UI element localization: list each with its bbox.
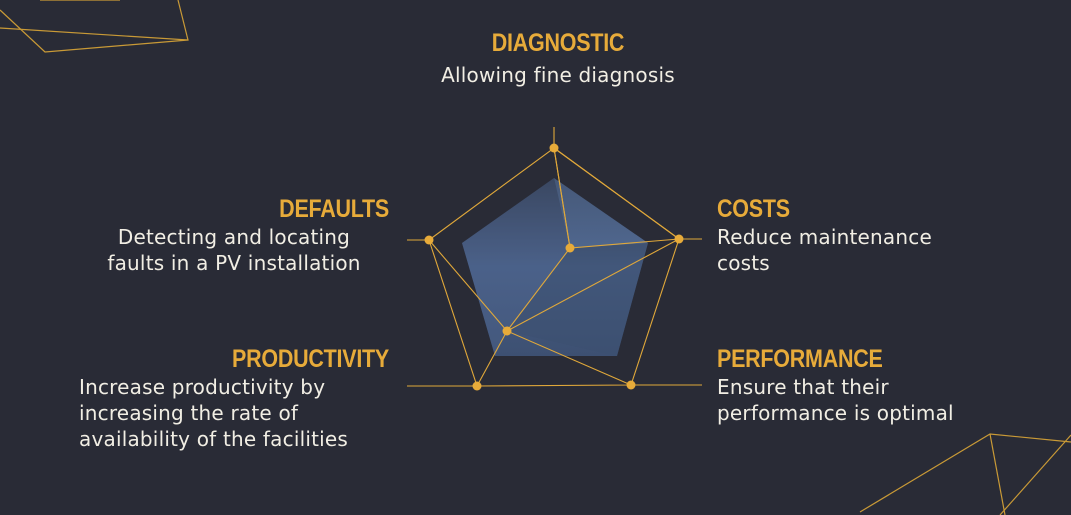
defaults-description: Detecting and locating faults in a PV in… [107,225,361,275]
performance-block: PERFORMANCE Ensure that their performanc… [717,344,1037,426]
radar-point-inner-1 [565,243,575,253]
radar-point-inner-2 [502,326,512,336]
radar-fill-facet-1 [554,178,648,248]
performance-description: Ensure that their performance is optimal [717,375,954,425]
performance-title: PERFORMANCE [717,345,883,373]
deco-line-bottom-right-3 [999,434,1071,515]
costs-block: COSTS Reduce maintenance costs [717,194,1017,276]
radar-point-costs [674,234,684,244]
radar-point-defaults [424,235,434,245]
defaults-title: DEFAULTS [279,195,389,223]
costs-title: COSTS [717,195,790,223]
productivity-title-row: PRODUCTIVITY [79,344,389,374]
radar-fill-facet-2 [507,243,648,356]
radar-point-performance [626,380,636,390]
diagnostic-title: DIAGNOSTIC [491,29,625,57]
productivity-title: PRODUCTIVITY [232,345,389,373]
radar-fill-facet-3 [462,178,570,356]
defaults-block: DEFAULTS Detecting and locating faults i… [79,194,389,276]
radar-data-line-4 [428,239,508,332]
productivity-block: PRODUCTIVITY Increase productivity by in… [79,344,399,452]
radar-point-diagnostic [549,143,559,153]
deco-line-bottom-right-2 [989,433,1006,515]
costs-description: Reduce maintenance costs [717,225,932,275]
diagnostic-block: DIAGNOSTIC Allowing fine diagnosis [393,28,723,88]
radar-point-productivity [472,381,482,391]
productivity-description: Increase productivity by increasing the … [79,375,349,451]
radar-data-line-2 [506,147,632,386]
diagnostic-description: Allowing fine diagnosis [441,63,675,87]
deco-line-top-left-2 [0,9,189,53]
